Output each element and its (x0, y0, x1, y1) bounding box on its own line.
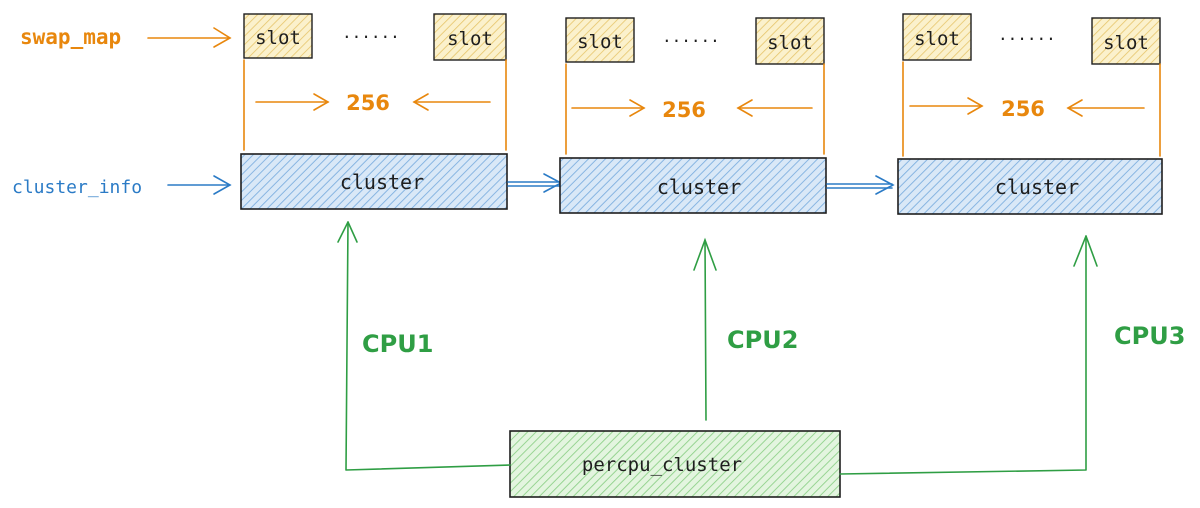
cluster-box (897, 158, 1163, 215)
slot-count: 256 (346, 91, 390, 115)
range-brackets (243, 59, 507, 151)
slot-label: slot (447, 28, 493, 50)
group-3: slot ...... slot 256 cluster (897, 13, 1163, 215)
cpu2-arrow (693, 237, 717, 421)
slot-box (1091, 17, 1161, 65)
slot-count: 256 (1001, 97, 1045, 121)
ellipsis: ...... (342, 23, 400, 42)
group-1: slot ...... slot 256 cluster (240, 13, 508, 210)
cluster-info-label: cluster_info (12, 177, 142, 198)
slot-box (433, 13, 507, 61)
slot-box (243, 13, 313, 59)
cluster-label: cluster (657, 175, 741, 199)
slot-label: slot (914, 28, 960, 50)
slot-box (755, 17, 825, 65)
slot-label: slot (577, 31, 623, 53)
cpu1-label: CPU1 (362, 330, 433, 358)
cluster-label: cluster (340, 170, 424, 194)
percpu-cluster-label: percpu_cluster (582, 454, 742, 476)
cpu1-arrow (337, 221, 511, 471)
cpu3-label: CPU3 (1114, 322, 1185, 350)
group-2: slot ...... slot 256 cluster (559, 17, 827, 214)
cpu2-label: CPU2 (727, 326, 798, 354)
slot-label: slot (767, 32, 813, 54)
cluster-link-arrow (507, 173, 563, 193)
slot-box (565, 17, 635, 63)
slot-count: 256 (662, 98, 706, 122)
slot-label: slot (1103, 32, 1149, 54)
cluster-label: cluster (995, 175, 1079, 199)
cluster-box (240, 153, 508, 210)
cluster-box (559, 157, 827, 214)
slot-label: slot (255, 27, 301, 49)
range-brackets (565, 63, 825, 155)
slot-box (902, 13, 972, 61)
swap-map-label: swap_map (20, 25, 121, 49)
swap-map-arrow (147, 27, 232, 48)
ellipsis: ...... (662, 27, 720, 46)
ellipsis: ...... (998, 25, 1056, 44)
cluster-link-arrow (826, 175, 895, 195)
range-brackets (902, 61, 1161, 157)
cluster-info-arrow (167, 175, 232, 195)
percpu-cluster-box (509, 430, 841, 498)
cpu3-arrow (839, 235, 1098, 475)
